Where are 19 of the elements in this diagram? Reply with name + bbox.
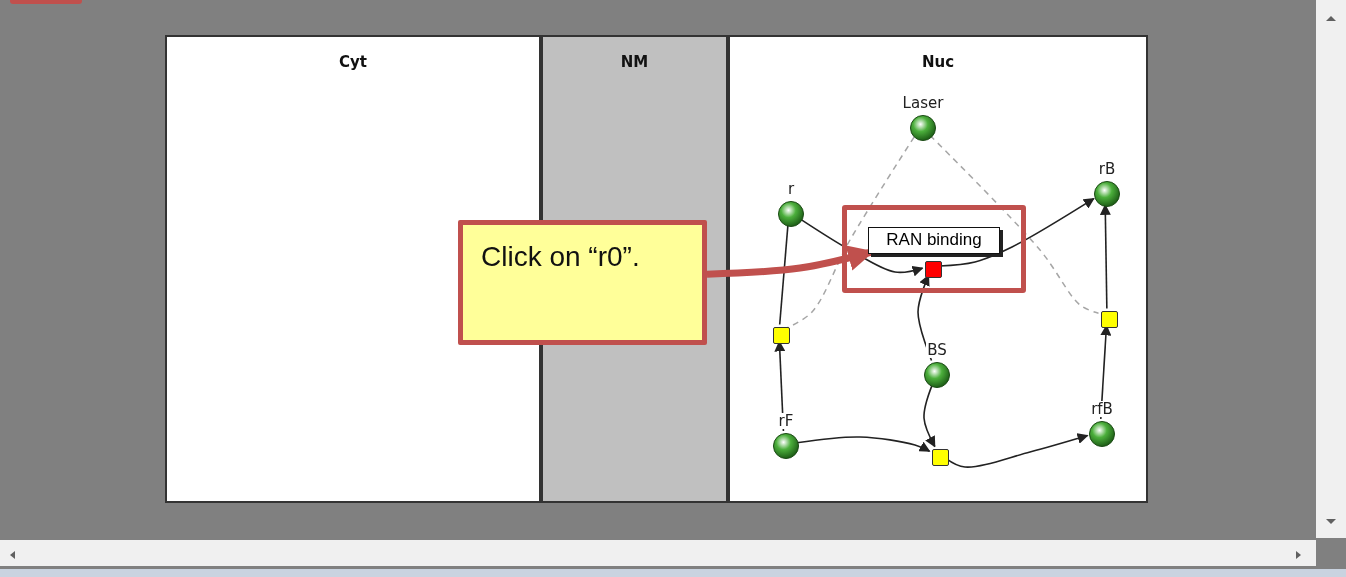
compartment-panel <box>165 35 541 503</box>
species-label: rF <box>777 413 795 429</box>
species-label: rfB <box>1090 401 1114 417</box>
compartment-panel <box>728 35 1148 503</box>
reaction-square <box>772 326 790 344</box>
compartment-title: Cyt <box>338 53 368 71</box>
species-label: BS <box>926 342 948 358</box>
compartment-title: NM <box>619 53 650 71</box>
species-label: r <box>786 181 796 197</box>
species-label: Laser <box>901 95 945 111</box>
instruction-tooltip: Click on “r0”. <box>458 220 707 345</box>
compartment-title: Nuc <box>920 53 956 71</box>
reaction-square <box>924 260 942 278</box>
species-label: rB <box>1097 161 1117 177</box>
tooltip: RAN binding <box>868 227 1000 254</box>
reaction-square <box>1100 310 1118 328</box>
reaction-arrow <box>923 384 936 448</box>
reaction-arrow <box>796 436 931 453</box>
reaction-square <box>931 448 949 466</box>
